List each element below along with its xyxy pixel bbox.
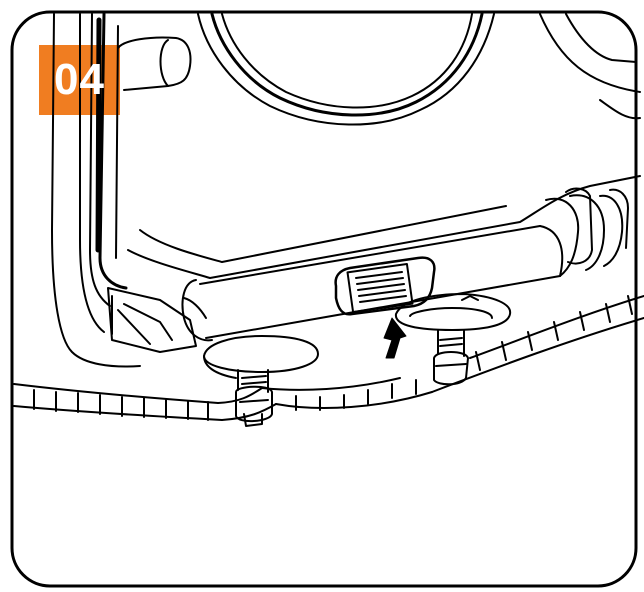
- base-tray: [13, 295, 644, 421]
- right-hinge: [565, 187, 629, 265]
- step-number-badge: 04: [39, 45, 120, 115]
- step-number: 04: [54, 55, 105, 104]
- right-foot-screw: [394, 293, 512, 386]
- device-frame: [51, 12, 641, 368]
- release-latch: [334, 256, 436, 316]
- mounting-bar: [181, 194, 624, 342]
- upward-arrow-icon: [383, 317, 407, 359]
- left-bracket: [107, 287, 197, 353]
- left-foot-screw: [203, 335, 319, 427]
